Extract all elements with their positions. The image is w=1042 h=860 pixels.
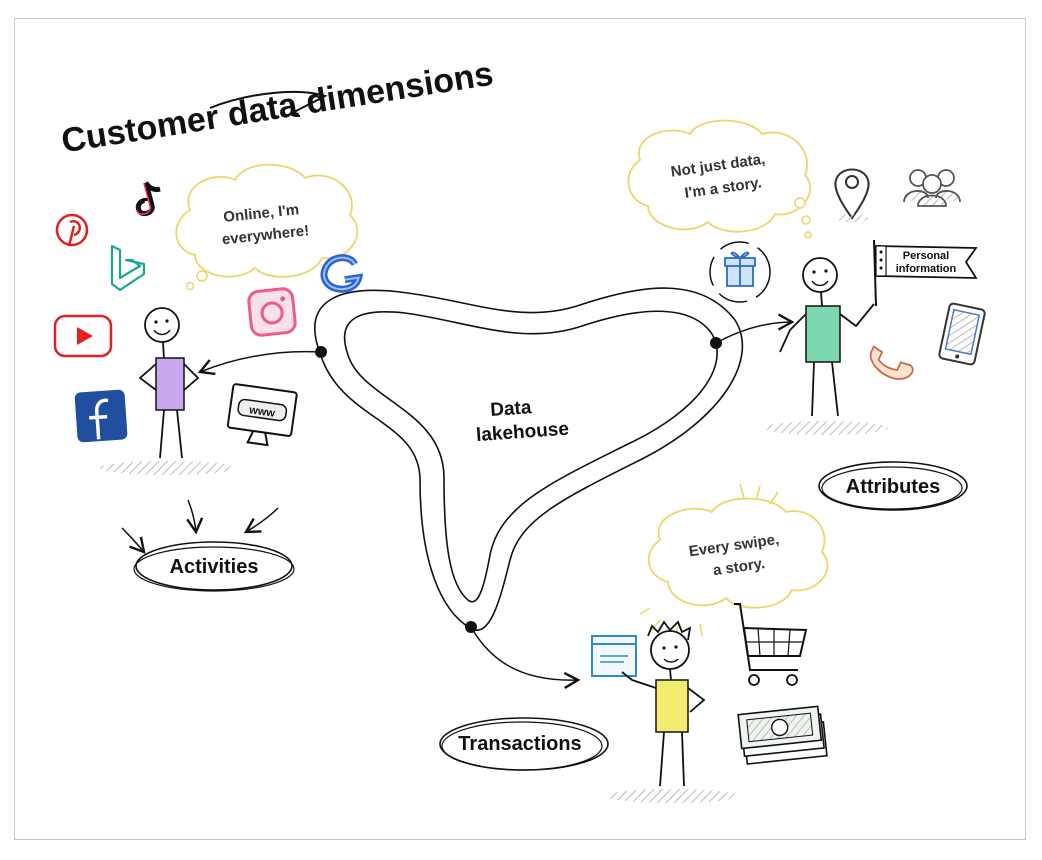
youtube-icon <box>53 314 113 358</box>
title-text: Customer data dimensions <box>59 55 496 161</box>
flag-line2: information <box>896 263 957 275</box>
attributes-label-text: Attributes <box>846 476 940 498</box>
google-icon <box>320 254 364 293</box>
cash-stack-icon <box>737 705 828 765</box>
activities-label: Activities <box>133 541 295 592</box>
receipt-window-icon <box>591 635 637 677</box>
activities-connector-arrow <box>197 350 322 376</box>
tiktok-icon <box>135 181 161 217</box>
facebook-icon <box>74 389 128 443</box>
shopping-cart-icon <box>734 603 808 686</box>
bing-icon <box>110 244 146 292</box>
transactions-shirt <box>655 679 689 733</box>
transactions-person <box>606 620 738 803</box>
attributes-thought-bubble <box>627 119 812 239</box>
transactions-thought-bubble <box>639 483 829 639</box>
title-underline <box>209 91 328 117</box>
flag-line1: Personal <box>903 250 949 262</box>
instagram-icon <box>247 287 297 337</box>
lakehouse-blob <box>314 287 744 631</box>
phone-icon <box>869 345 914 380</box>
lakehouse-label-line2: lakehouse <box>475 419 569 446</box>
attributes-shirt <box>805 305 841 363</box>
web-badge-text: www <box>247 404 276 420</box>
location-pin-icon <box>834 168 870 222</box>
activities-person <box>100 307 236 475</box>
attributes-connector-arrow <box>715 313 795 344</box>
activities-shirt <box>155 357 185 411</box>
transactions-label: Transactions <box>439 717 609 771</box>
attributes-person <box>764 257 888 435</box>
people-group-icon <box>903 169 961 207</box>
gift-cycle-icon <box>709 241 771 303</box>
attributes-label: Attributes <box>818 461 968 511</box>
web-monitor-icon: www <box>226 383 298 447</box>
lakehouse-label-line1: Data <box>490 397 533 421</box>
activities-label-text: Activities <box>170 556 259 578</box>
pinterest-icon <box>55 213 89 247</box>
activities-thought-bubble <box>175 163 359 291</box>
transactions-label-text: Transactions <box>458 733 581 755</box>
transactions-connector-arrow <box>470 626 581 689</box>
diagram-title: Customer data dimensions <box>59 55 496 161</box>
personal-information-flag: Personal information <box>873 239 978 307</box>
tablet-icon <box>938 302 986 366</box>
activities-incoming-arrows <box>121 499 279 554</box>
